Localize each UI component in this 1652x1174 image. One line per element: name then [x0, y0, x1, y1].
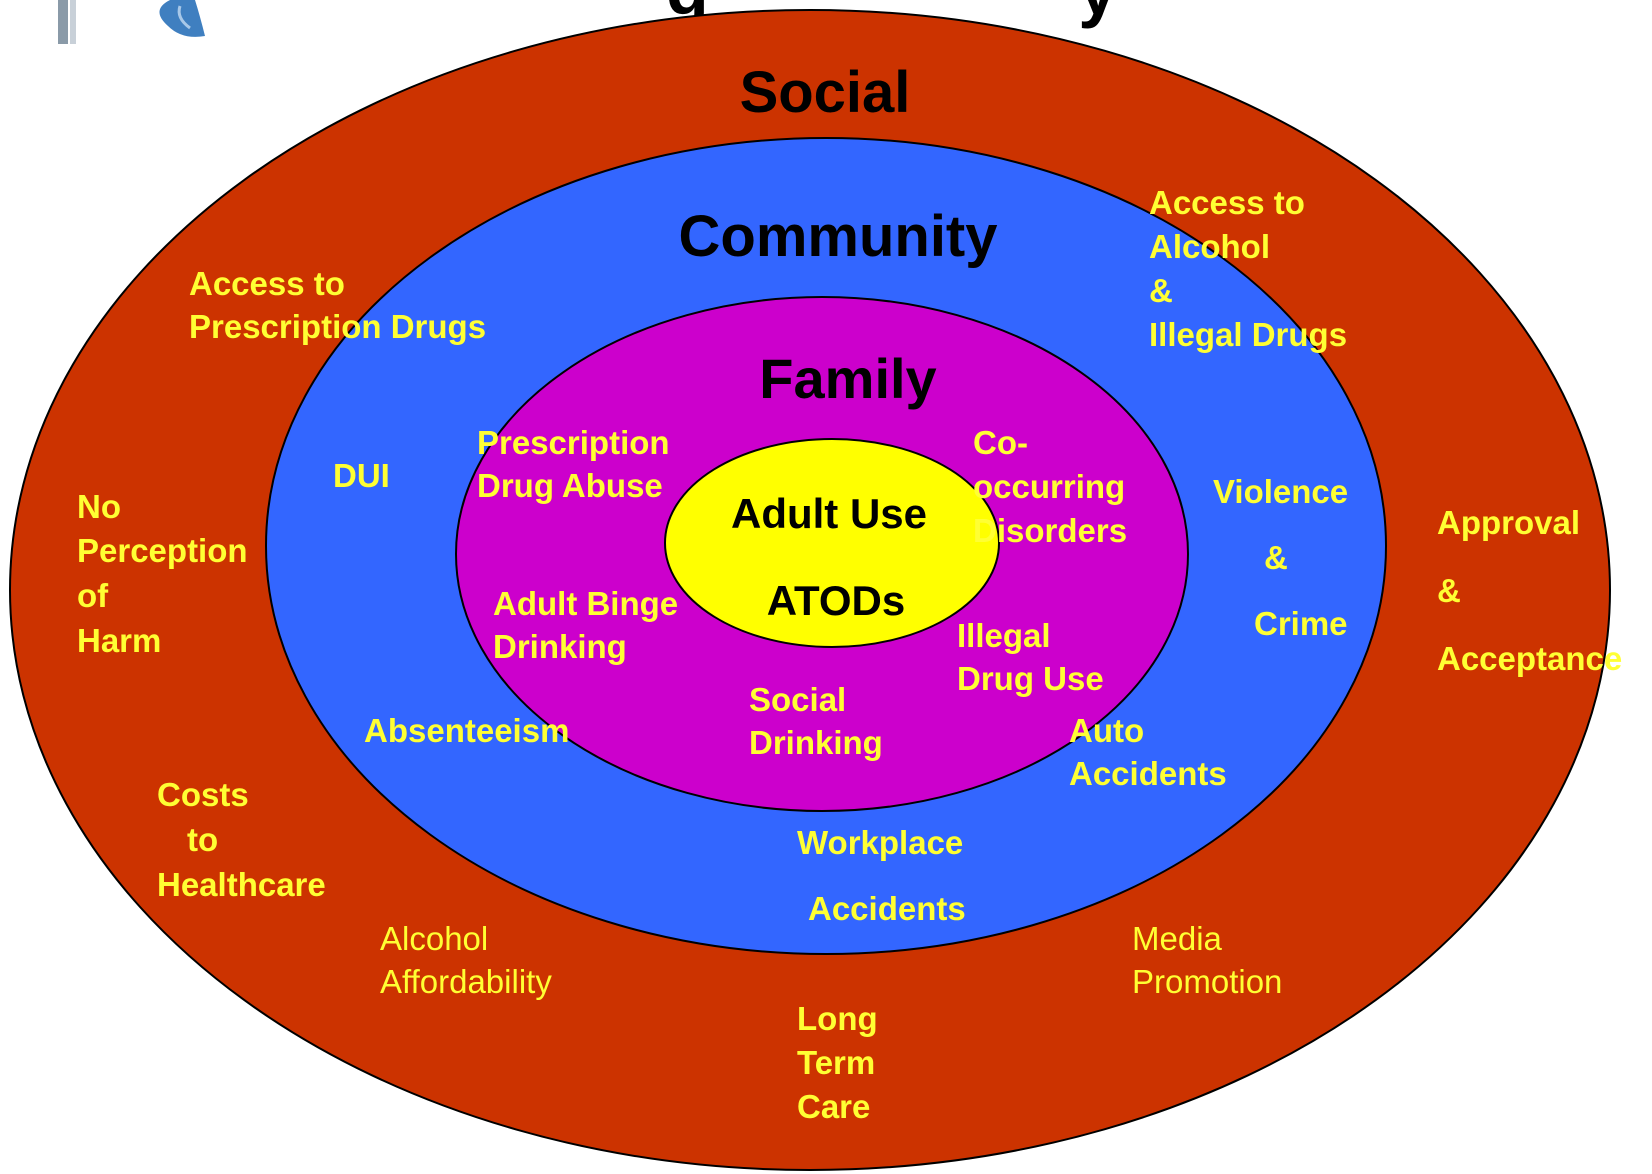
auto-accidents-label: Auto Accidents [1069, 712, 1227, 792]
community-title: Community [679, 204, 998, 269]
illegal-drug-use-label: Illegal Drug Use [957, 617, 1104, 697]
access-alcohol-label: Access to Alcohol & Illegal Drugs [1149, 184, 1347, 353]
social-title: Social [740, 60, 911, 125]
center-label-line1: Adult Use [731, 490, 927, 537]
costs-healthcare-label: Costs to Healthcare [157, 776, 326, 903]
co-occurring-label: Co- occurring Disorders [973, 424, 1134, 549]
long-term-care-label: Long Term Care [797, 1000, 887, 1125]
dui-label: DUI [333, 457, 390, 494]
alcohol-affordability-label: Alcohol Affordability [380, 920, 552, 1000]
family-title: Family [759, 347, 936, 410]
prescription-abuse-label: Prescription Drug Abuse [477, 424, 679, 504]
absenteeism-label: Absenteeism [364, 712, 569, 749]
violence-label: Violence & Crime [1213, 473, 1357, 642]
no-perception-label: No Perception of Harm [77, 488, 257, 659]
social-drinking-label: Social Drinking [749, 681, 883, 761]
adult-binge-label: Adult Binge Drinking [493, 585, 687, 665]
center-circle [664, 438, 1000, 648]
approval-label: Approval & Acceptance [1437, 504, 1622, 677]
workplace-accidents-label: Workplace Accidents [797, 824, 972, 927]
logo-icon [58, 0, 205, 44]
media-promotion-label: Media Promotion [1132, 920, 1282, 1000]
center-label-line2: ATODs [767, 577, 905, 624]
access-prescription-label: Access to Prescription Drugs [189, 265, 486, 345]
